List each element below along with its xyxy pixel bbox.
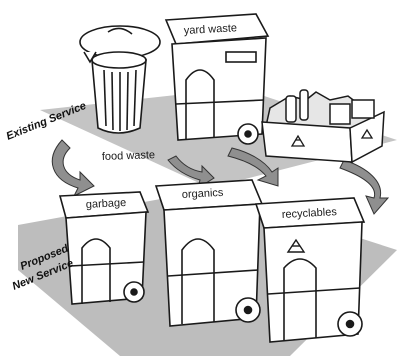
label-food-waste: food waste [102, 149, 156, 163]
label-garbage: garbage [86, 197, 127, 211]
recycling-crate [262, 90, 384, 162]
arrow-garbage [52, 140, 94, 196]
label-organics: organics [182, 187, 225, 201]
organics-cart [156, 180, 262, 326]
recyclables-cart [256, 198, 364, 342]
